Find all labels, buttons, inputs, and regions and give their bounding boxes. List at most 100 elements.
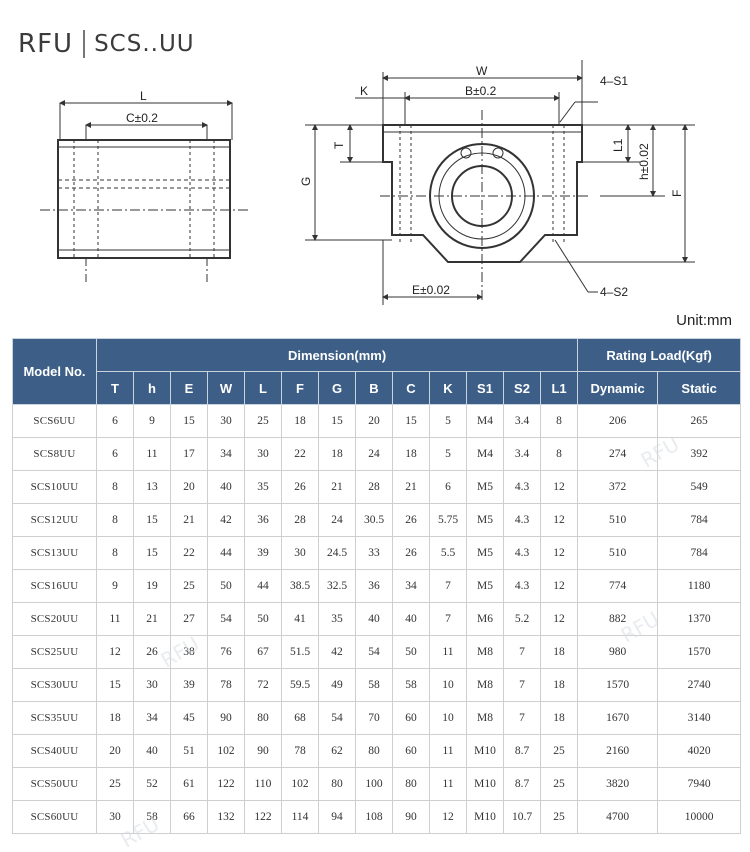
model-cell: SCS25UU xyxy=(12,635,97,669)
value-cell: 50 xyxy=(392,635,430,669)
label-W: W xyxy=(476,64,488,78)
value-cell: 49 xyxy=(318,668,356,702)
value-cell: 784 xyxy=(657,503,742,537)
brand-logo: RFU xyxy=(18,29,74,59)
value-cell: 274 xyxy=(577,437,659,471)
value-cell: 392 xyxy=(657,437,742,471)
header: RFU SCS..UU xyxy=(18,28,195,60)
value-cell: 20 xyxy=(96,734,134,768)
value-cell: 51 xyxy=(170,734,208,768)
value-cell: 3.4 xyxy=(503,404,541,438)
value-cell: 18 xyxy=(392,437,430,471)
value-cell: 70 xyxy=(355,701,393,735)
value-cell: 372 xyxy=(577,470,659,504)
label-T: T xyxy=(332,141,346,149)
value-cell: 108 xyxy=(355,800,393,834)
value-cell: 5.75 xyxy=(429,503,467,537)
value-cell: 10.7 xyxy=(503,800,541,834)
dimension-header: Dimension(mm) xyxy=(95,338,579,372)
value-cell: 68 xyxy=(281,701,319,735)
value-cell: 774 xyxy=(577,569,659,603)
value-cell: 12 xyxy=(96,635,134,669)
value-cell: 10000 xyxy=(657,800,742,834)
value-cell: 20 xyxy=(355,404,393,438)
value-cell: 15 xyxy=(392,404,430,438)
label-C: C±0.2 xyxy=(126,111,158,125)
value-cell: M8 xyxy=(466,668,504,702)
value-cell: 90 xyxy=(392,800,430,834)
value-cell: 18 xyxy=(281,404,319,438)
value-cell: M6 xyxy=(466,602,504,636)
value-cell: 27 xyxy=(170,602,208,636)
rating-load-header: Rating Load(Kgf) xyxy=(577,338,742,372)
value-cell: 4.3 xyxy=(503,569,541,603)
value-cell: 58 xyxy=(392,668,430,702)
value-cell: 39 xyxy=(170,668,208,702)
value-cell: 34 xyxy=(133,701,171,735)
value-cell: 21 xyxy=(133,602,171,636)
value-cell: 80 xyxy=(318,767,356,801)
label-h: h±0.02 xyxy=(637,143,651,180)
value-cell: 980 xyxy=(577,635,659,669)
value-cell: 59.5 xyxy=(281,668,319,702)
value-cell: 2740 xyxy=(657,668,742,702)
value-cell: 36 xyxy=(244,503,282,537)
value-cell: 7940 xyxy=(657,767,742,801)
model-cell: SCS35UU xyxy=(12,701,97,735)
column-header-f: F xyxy=(281,371,319,405)
value-cell: 3820 xyxy=(577,767,659,801)
value-cell: M4 xyxy=(466,437,504,471)
value-cell: 11 xyxy=(429,734,467,768)
value-cell: M5 xyxy=(466,503,504,537)
value-cell: 549 xyxy=(657,470,742,504)
value-cell: 5.5 xyxy=(429,536,467,570)
value-cell: 510 xyxy=(577,503,659,537)
value-cell: 18 xyxy=(318,437,356,471)
value-cell: 15 xyxy=(170,404,208,438)
value-cell: 78 xyxy=(207,668,245,702)
value-cell: 5 xyxy=(429,404,467,438)
model-cell: SCS30UU xyxy=(12,668,97,702)
value-cell: 34 xyxy=(392,569,430,603)
value-cell: M10 xyxy=(466,800,504,834)
value-cell: 11 xyxy=(96,602,134,636)
value-cell: 41 xyxy=(281,602,319,636)
value-cell: 19 xyxy=(133,569,171,603)
model-cell: SCS60UU xyxy=(12,800,97,834)
value-cell: 12 xyxy=(429,800,467,834)
model-cell: SCS20UU xyxy=(12,602,97,636)
value-cell: 25 xyxy=(539,734,579,768)
value-cell: 8 xyxy=(96,536,134,570)
value-cell: 12 xyxy=(539,569,579,603)
value-cell: 8 xyxy=(539,437,579,471)
header-divider xyxy=(83,30,86,58)
value-cell: 7 xyxy=(429,602,467,636)
value-cell: 1570 xyxy=(577,668,659,702)
value-cell: 114 xyxy=(281,800,319,834)
value-cell: 3.4 xyxy=(503,437,541,471)
value-cell: 15 xyxy=(133,503,171,537)
label-L1: L1 xyxy=(611,138,625,152)
value-cell: 21 xyxy=(170,503,208,537)
value-cell: M5 xyxy=(466,569,504,603)
value-cell: 76 xyxy=(207,635,245,669)
value-cell: 11 xyxy=(429,767,467,801)
column-header-w: W xyxy=(207,371,245,405)
label-S1: 4–S1 xyxy=(600,74,628,88)
value-cell: 15 xyxy=(96,668,134,702)
column-header-s2: S2 xyxy=(503,371,541,405)
value-cell: 94 xyxy=(318,800,356,834)
value-cell: 4700 xyxy=(577,800,659,834)
value-cell: 7 xyxy=(503,635,541,669)
value-cell: 1570 xyxy=(657,635,742,669)
value-cell: 6 xyxy=(429,470,467,504)
column-header-l1: L1 xyxy=(539,371,579,405)
value-cell: M8 xyxy=(466,635,504,669)
label-K: K xyxy=(360,84,368,98)
value-cell: 42 xyxy=(207,503,245,537)
